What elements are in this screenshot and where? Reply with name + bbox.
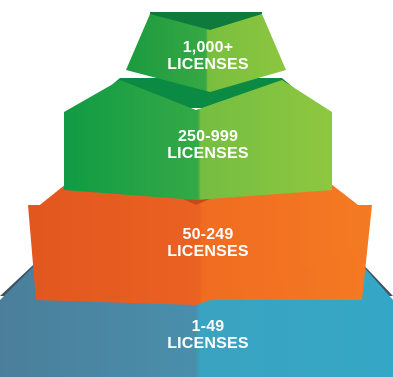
tier-unit-250-999: LICENSES [167,145,249,162]
tier-unit-50-249: LICENSES [167,243,249,260]
tier-label-250-999: 250-999 LICENSES [128,128,288,162]
tier-250-999 [64,78,332,200]
tier-label-50-249: 50-249 LICENSES [128,226,288,260]
tier-250-999-body [64,80,332,200]
tier-unit-1-49: LICENSES [167,335,249,352]
tier-range-250-999: 250-999 [177,128,239,145]
tier-label-1-49: 1-49 LICENSES [128,318,288,352]
tier-1000-plus-body [126,14,286,92]
tier-range-1000-plus: 1,000+ [182,39,234,56]
tier-range-50-249: 50-249 [182,226,234,243]
tier-1000-plus [126,12,286,92]
tier-label-1000-plus: 1,000+ LICENSES [128,39,288,73]
tier-range-1-49: 1-49 [191,318,225,335]
tier-50-249-body [36,160,362,305]
tier-unit-1000-plus: LICENSES [167,56,249,73]
